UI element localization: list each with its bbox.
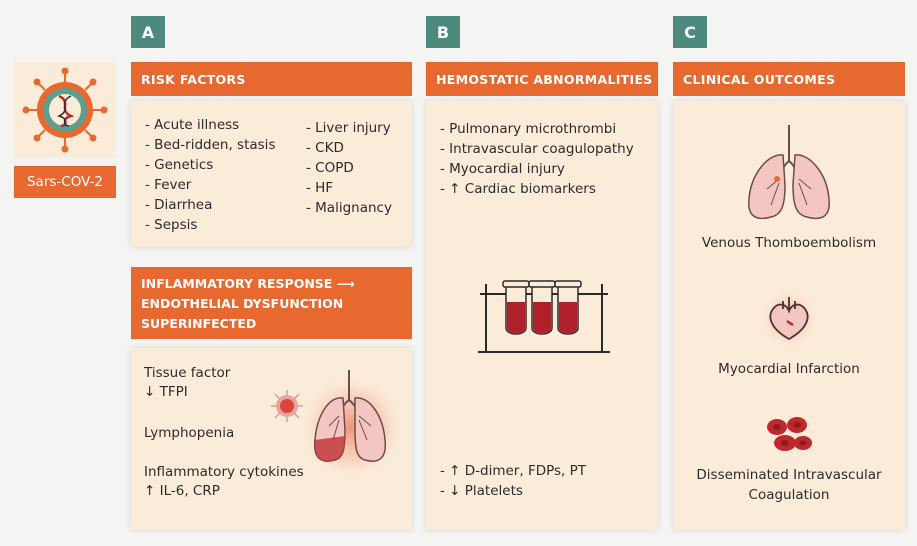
- blood-test-tubes-icon: [478, 280, 610, 353]
- tissue-factor-text: Tissue factor: [144, 365, 231, 381]
- list-item: - COPD: [306, 160, 354, 176]
- lungs-icon: [748, 125, 830, 220]
- risk-factors-box: - Acute illness - Bed-ridden, stasis - G…: [131, 101, 412, 247]
- inflammatory-title-line1: INFLAMMATORY RESPONSE: [141, 276, 333, 291]
- list-item: - HF: [306, 180, 334, 196]
- list-item: - Intravascular coagulopathy: [440, 141, 634, 157]
- heart-icon: [757, 287, 821, 351]
- hemostatic-box: - Pulmonary microthrombi - Intravascular…: [426, 101, 658, 530]
- risk-factors-list-2: - Liver injury - CKD - COPD - HF - Malig…: [306, 118, 392, 218]
- inflammatory-box: Tissue factor ↓ TFPI Lymphopenia Inflamm…: [131, 348, 412, 530]
- outcome-mi: Myocardial Infarction: [718, 361, 860, 377]
- list-item: - Bed-ridden, stasis: [145, 137, 276, 153]
- list-item: - ↑ Cardiac biomarkers: [440, 181, 596, 197]
- arrow-right-icon: ⟶: [336, 276, 355, 291]
- inflammatory-response-header: INFLAMMATORY RESPONSE ⟶ ENDOTHELIAL DYSF…: [131, 267, 412, 339]
- outcome-dic-line2: Coagulation: [748, 487, 830, 503]
- inflammatory-title-line3: SUPERINFECTED: [141, 316, 257, 331]
- panel-letter-a: A: [131, 16, 165, 48]
- hemostatic-bottom-list: - ↑ D-dimer, FDPs, PT - ↓ Platelets: [440, 461, 586, 501]
- blood-cells-icon: [767, 417, 812, 451]
- list-item: - Myocardial injury: [440, 161, 565, 177]
- risk-factors-list-1: - Acute illness - Bed-ridden, stasis - G…: [145, 115, 275, 235]
- virus-icon: [22, 67, 108, 153]
- list-item: - CKD: [306, 140, 344, 156]
- cytokines-text: Inflammatory cytokines: [144, 464, 304, 480]
- list-item: - Pulmonary microthrombi: [440, 121, 617, 137]
- panel-letter-b: B: [426, 16, 460, 48]
- inflammatory-title-line2: ENDOTHELIAL DYSFUNCTION: [141, 296, 344, 311]
- list-item: - Liver injury: [306, 120, 391, 136]
- lymphopenia-text: Lymphopenia: [144, 425, 235, 441]
- list-item: - Diarrhea: [145, 197, 213, 213]
- list-item: - Sepsis: [145, 217, 198, 233]
- list-item: - Malignancy: [306, 200, 392, 216]
- list-item: - ↓ Platelets: [440, 483, 523, 499]
- list-item: - Genetics: [145, 157, 214, 173]
- virus-label: Sars-COV-2: [14, 166, 116, 198]
- list-item: - Acute illness: [145, 117, 240, 133]
- list-item: - ↑ D-dimer, FDPs, PT: [440, 463, 587, 479]
- clinical-outcomes-header: CLINICAL OUTCOMES: [673, 62, 905, 96]
- il6-text: ↑ IL-6, CRP: [144, 483, 220, 499]
- panel-letter-c: C: [673, 16, 707, 48]
- clinical-outcomes-box: Venous Thomboembolism Myocardial Infarct…: [673, 101, 905, 530]
- hemostatic-header: HEMOSTATIC ABNORMALITIES: [426, 62, 658, 96]
- inflamed-lungs-icon: [299, 368, 405, 476]
- hemostatic-top-list: - Pulmonary microthrombi - Intravascular…: [440, 119, 634, 199]
- tfpi-text: ↓ TFPI: [144, 384, 188, 400]
- outcome-dic-line1: Disseminated Intravascular: [696, 467, 882, 483]
- risk-factors-header: RISK FACTORS: [131, 62, 412, 96]
- outcome-vte: Venous Thomboembolism: [701, 235, 877, 251]
- small-virus-icon: [271, 390, 303, 422]
- sars-cov-2-illustration: [14, 62, 116, 158]
- list-item: - Fever: [145, 177, 192, 193]
